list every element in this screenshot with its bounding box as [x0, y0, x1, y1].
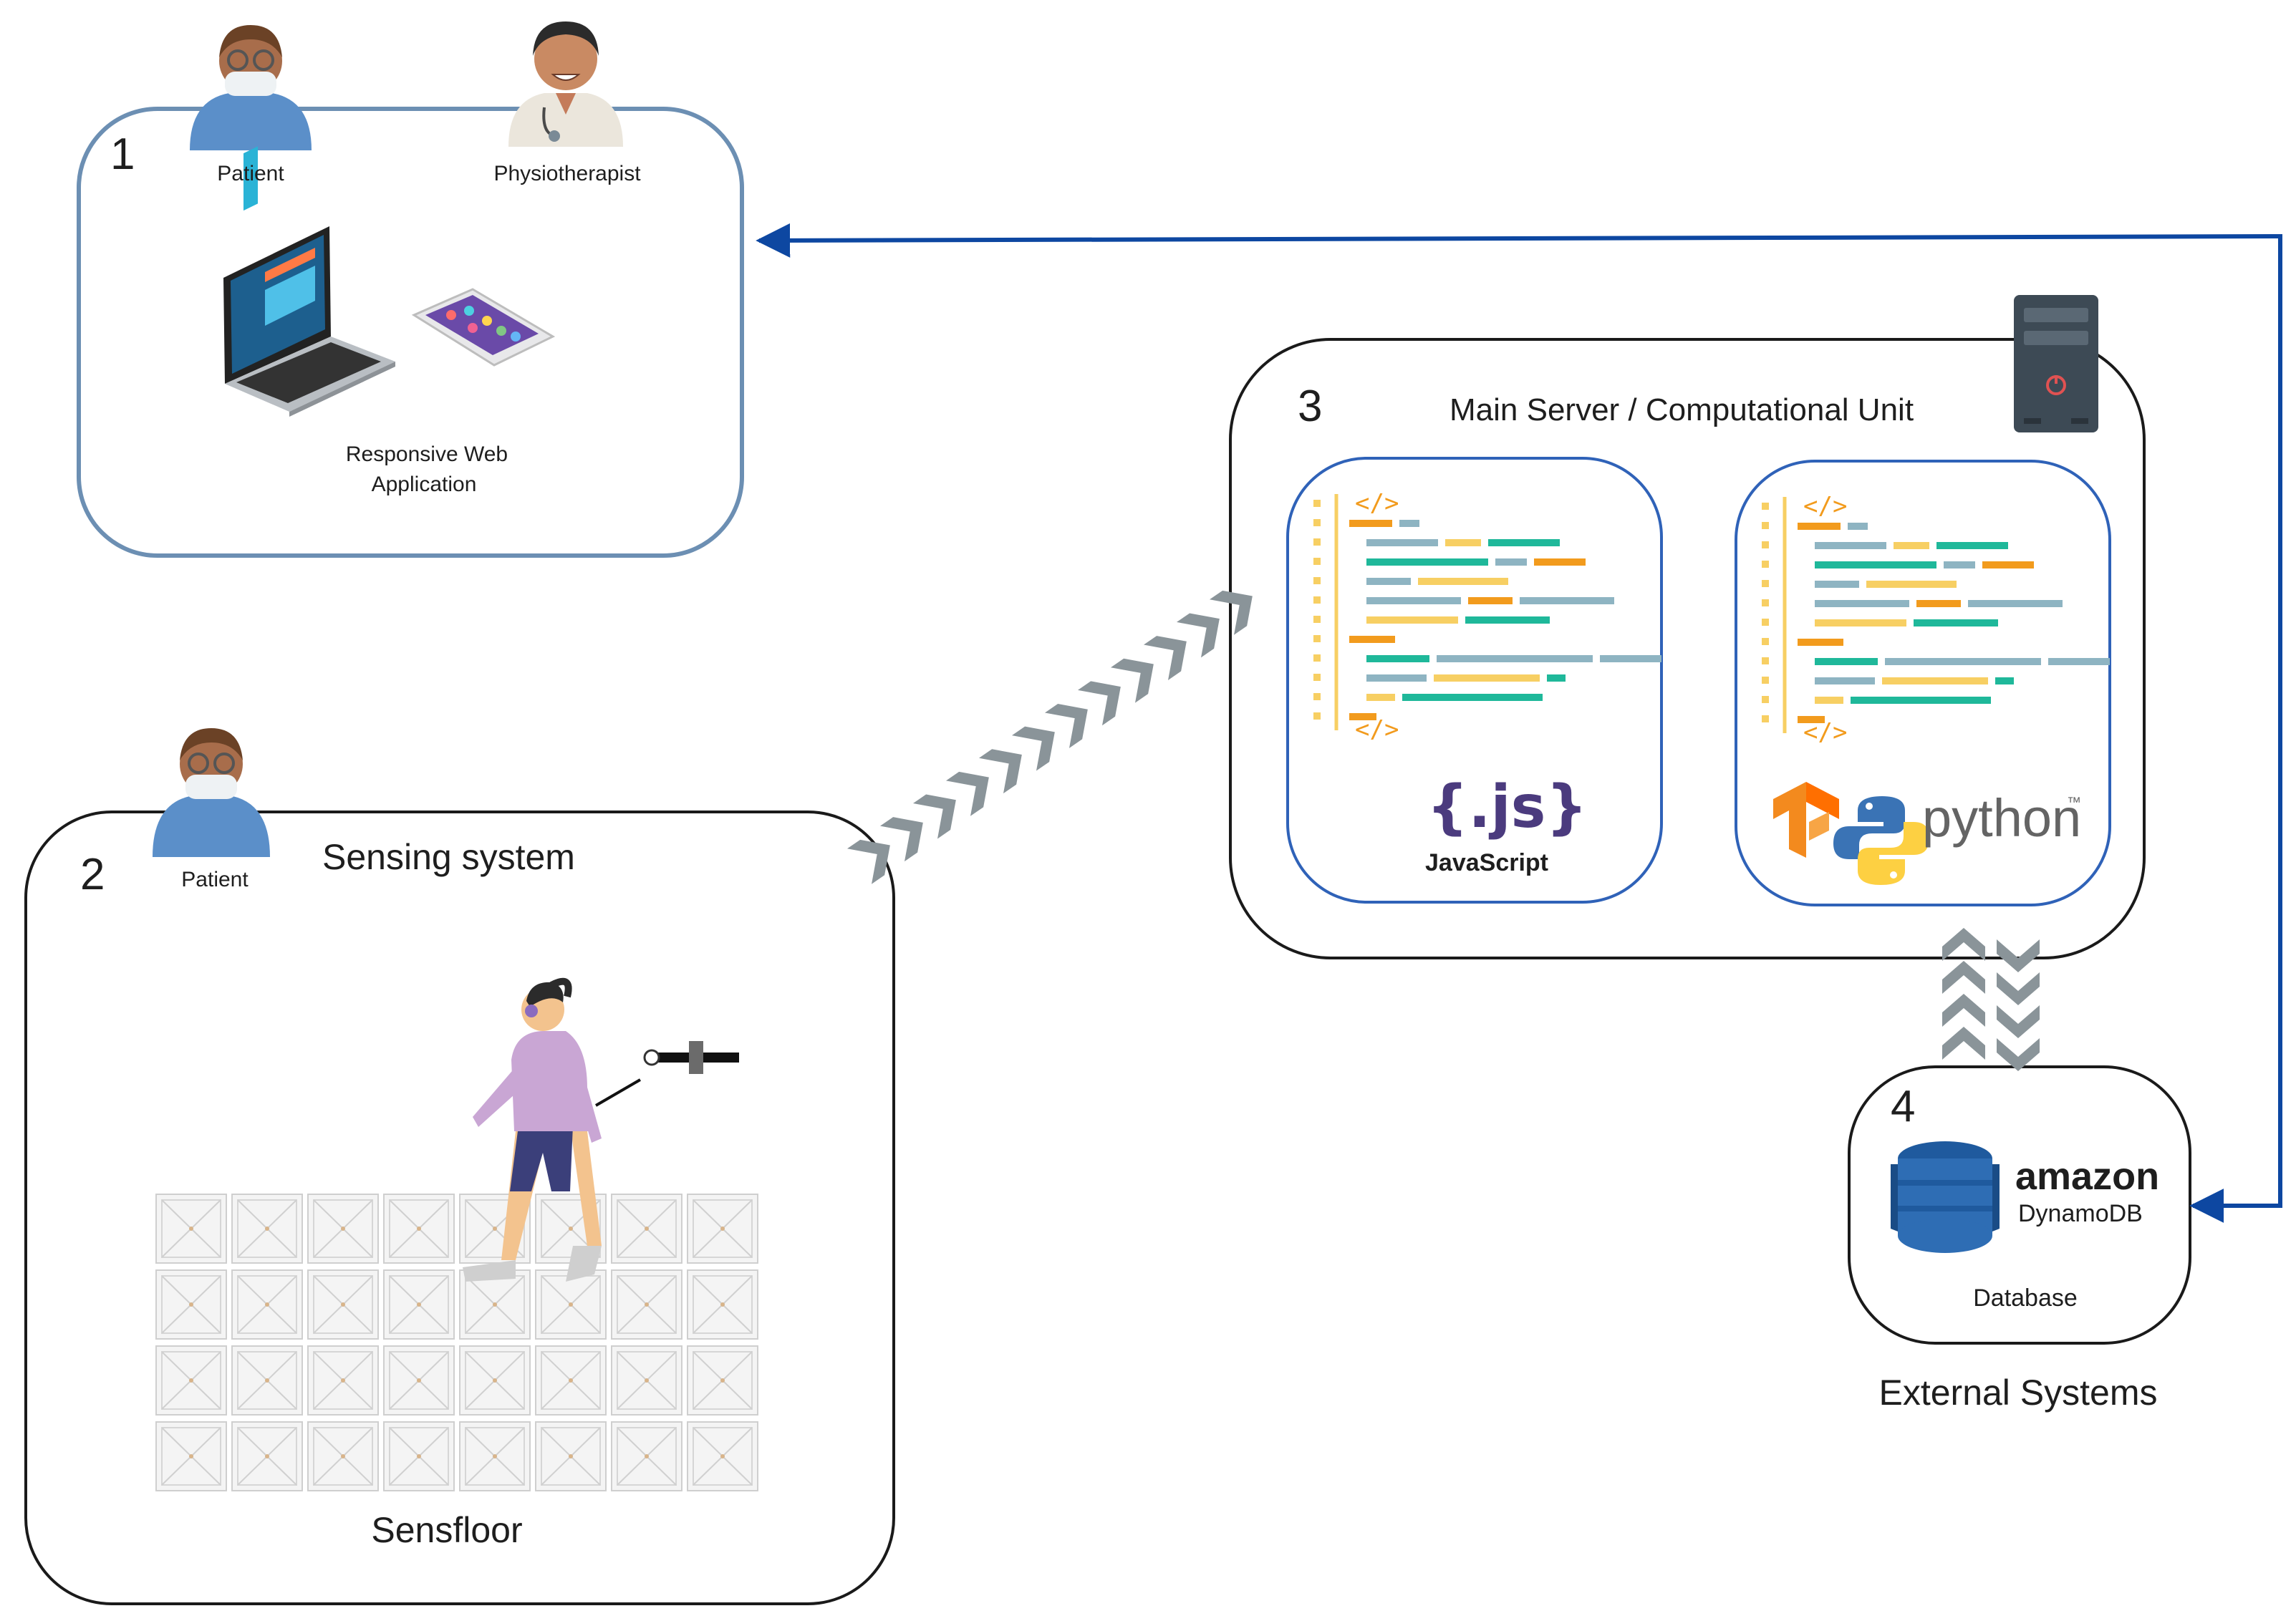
code-tag-glyph: </>	[1355, 489, 1399, 518]
data-flow-chevrons-sensing-to-server	[847, 578, 1265, 884]
chevron-up-icon	[1942, 961, 1985, 994]
external-systems-caption: External Systems	[1878, 1373, 2158, 1413]
floor-tile-icon	[383, 1345, 455, 1416]
patient-label-sensing: Patient	[181, 868, 249, 891]
floor-tile-icon	[611, 1194, 682, 1264]
web-app-label-line1: Responsive Web	[345, 442, 508, 466]
floor-tile-icon	[383, 1269, 455, 1340]
floor-tile-icon	[611, 1421, 682, 1491]
floor-tile-icon	[611, 1345, 682, 1416]
floor-tile-icon	[231, 1345, 303, 1416]
smartphone-icon	[411, 288, 556, 367]
floor-tile-icon	[307, 1421, 379, 1491]
floor-tile-icon	[155, 1345, 227, 1416]
floor-tile-icon	[231, 1421, 303, 1491]
chevron-up-icon	[1942, 994, 1985, 1027]
python-trademark: ™	[2067, 795, 2081, 810]
floor-tile-icon	[459, 1345, 531, 1416]
floor-tile-icon	[687, 1194, 758, 1264]
walking-person-icon	[463, 977, 602, 1282]
chevron-down-icon	[1997, 972, 2040, 1005]
js-logo-text: JavaScript	[1425, 849, 1548, 876]
floor-tile-icon	[307, 1345, 379, 1416]
floor-tile-icon	[231, 1194, 303, 1264]
laptop-icon	[223, 146, 395, 417]
floor-tile-icon	[307, 1194, 379, 1264]
floor-tile-icon	[155, 1269, 227, 1340]
floor-tile-icon	[687, 1345, 758, 1416]
server-tower-icon	[2014, 295, 2098, 432]
panel-1-number: 1	[110, 130, 135, 179]
floor-tile-icon	[687, 1269, 758, 1340]
chevron-up-icon	[1942, 1027, 1985, 1060]
panel-2-number: 2	[80, 850, 105, 899]
floor-tile-icon	[383, 1421, 455, 1491]
data-flow-chevrons-server-to-database	[1997, 939, 2040, 1071]
physiotherapist-avatar-icon	[508, 21, 623, 147]
patient-avatar-icon	[153, 728, 270, 857]
chevron-up-icon	[1942, 928, 1985, 961]
code-tag-glyph: </>	[1803, 492, 1847, 521]
wand-sensor-icon	[594, 1041, 739, 1107]
amazon-brand: amazon	[2015, 1155, 2160, 1198]
connector-arrow-db-webapp	[756, 223, 2282, 1223]
floor-tile-icon	[155, 1194, 227, 1264]
sensfloor-label: Sensfloor	[371, 1510, 523, 1550]
js-logo-mark: {.js}	[1427, 773, 1588, 841]
main-server-title: Main Server / Computational Unit	[1450, 392, 1914, 427]
floor-tile-icon	[611, 1269, 682, 1340]
sensfloor-grid	[155, 1194, 758, 1491]
floor-tile-icon	[383, 1194, 455, 1264]
dynamodb-icon	[1891, 1141, 2000, 1253]
chevron-down-icon	[1997, 1005, 2040, 1038]
floor-tile-icon	[535, 1269, 607, 1340]
chevron-down-icon	[1997, 939, 2040, 972]
chevron-icon	[847, 827, 902, 884]
floor-tile-icon	[307, 1269, 379, 1340]
physiotherapist-label: Physiotherapist	[493, 162, 641, 185]
data-flow-chevrons-database-to-server	[1942, 928, 1985, 1060]
floor-tile-icon	[535, 1421, 607, 1491]
panel-3-number: 3	[1298, 382, 1323, 431]
panel-4-number: 4	[1891, 1082, 1916, 1131]
sensing-system-title: Sensing system	[322, 837, 575, 877]
floor-tile-icon	[535, 1345, 607, 1416]
python-logo-text: python	[1922, 788, 2082, 848]
database-label: Database	[1973, 1284, 2078, 1312]
panel-1-user-interface	[77, 107, 744, 558]
floor-tile-icon	[155, 1421, 227, 1491]
web-app-label-line2: Application	[371, 473, 477, 496]
patient-label: Patient	[217, 162, 284, 185]
floor-tile-icon	[459, 1421, 531, 1491]
dynamodb-product: DynamoDB	[2018, 1200, 2143, 1227]
floor-tile-icon	[687, 1421, 758, 1491]
floor-tile-icon	[231, 1269, 303, 1340]
patient-avatar-icon	[190, 25, 312, 150]
